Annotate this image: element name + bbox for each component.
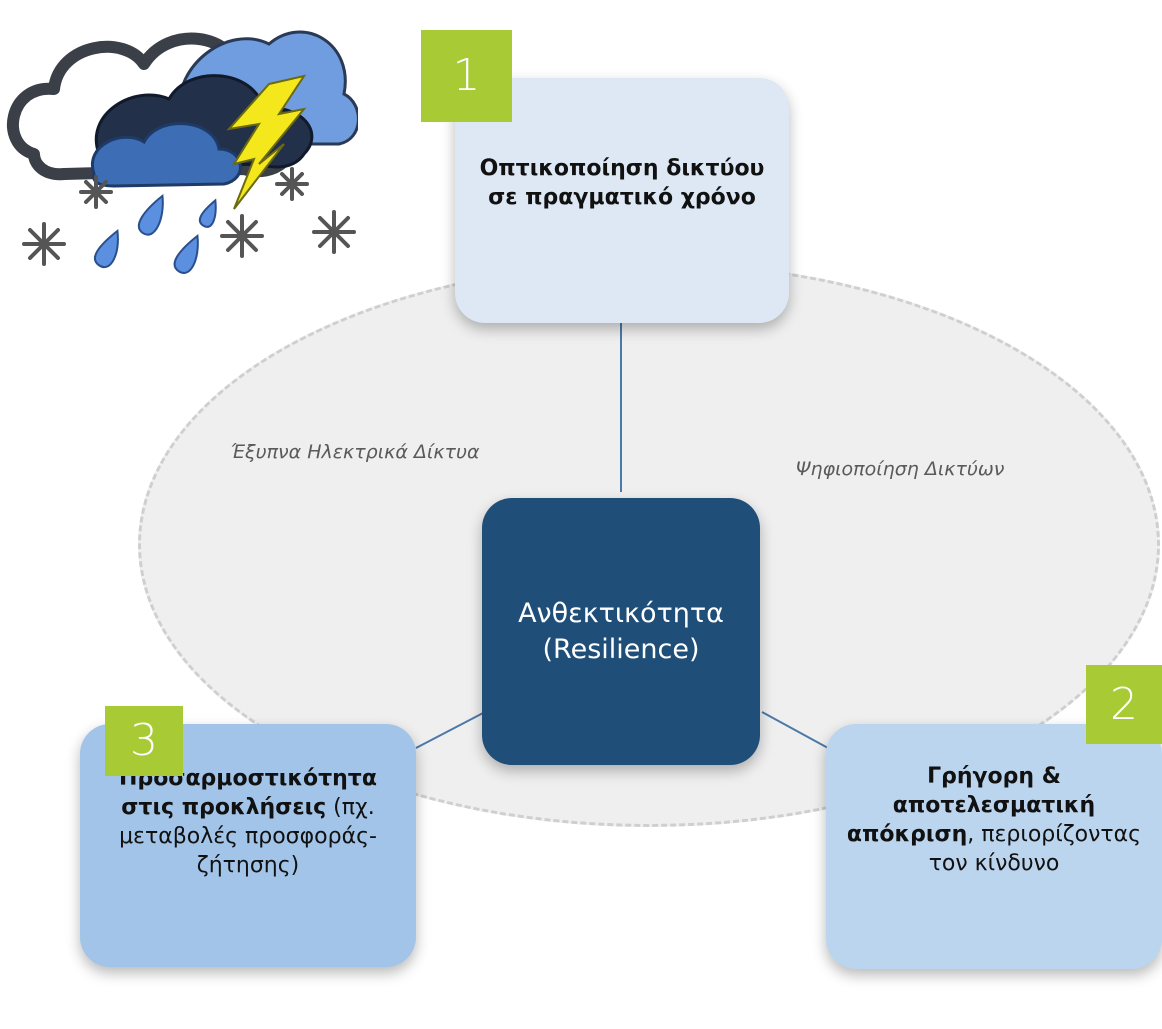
- rapid-response-box: Γρήγορη & αποτελεσματική απόκριση, περιο…: [826, 724, 1162, 969]
- realtime-visualization-text: Οπτικοποίηση δικτύου σε πραγματικό χρόνο: [469, 154, 775, 212]
- connector-left: [415, 711, 486, 749]
- number-badge-1: 1: [421, 30, 512, 122]
- connector-right: [761, 711, 829, 749]
- resilience-title: Ανθεκτικότητα: [518, 597, 724, 629]
- resilience-subtitle: (Resilience): [542, 633, 700, 665]
- number-badge-2: 2: [1086, 665, 1162, 744]
- grid-digitalization-label: Ψηφιοποίηση Δικτύων: [795, 458, 1005, 480]
- adaptability-rest: (πχ. μεταβολές προσφοράς-ζήτησης): [119, 795, 377, 878]
- rapid-response-rest: , περιορίζοντας τον κίνδυνο: [928, 822, 1142, 876]
- resilience-center-box: Ανθεκτικότητα (Resilience): [482, 498, 760, 765]
- rapid-response-text: Γρήγορη & αποτελεσματική απόκριση, περιο…: [840, 762, 1148, 878]
- realtime-visualization-bold: Οπτικοποίηση δικτύου σε πραγματικό χρόνο: [479, 156, 765, 210]
- adaptability-text: Προσαρμοστικότητα στις προκλήσεις (πχ. μ…: [94, 764, 402, 880]
- rapid-response-bold: Γρήγορη & αποτελεσματική απόκριση: [846, 764, 1096, 847]
- smart-grids-label: Έξυπνα Ηλεκτρικά Δίκτυα: [230, 441, 480, 463]
- storm-weather-icon: [6, 30, 358, 274]
- number-badge-3: 3: [105, 706, 183, 776]
